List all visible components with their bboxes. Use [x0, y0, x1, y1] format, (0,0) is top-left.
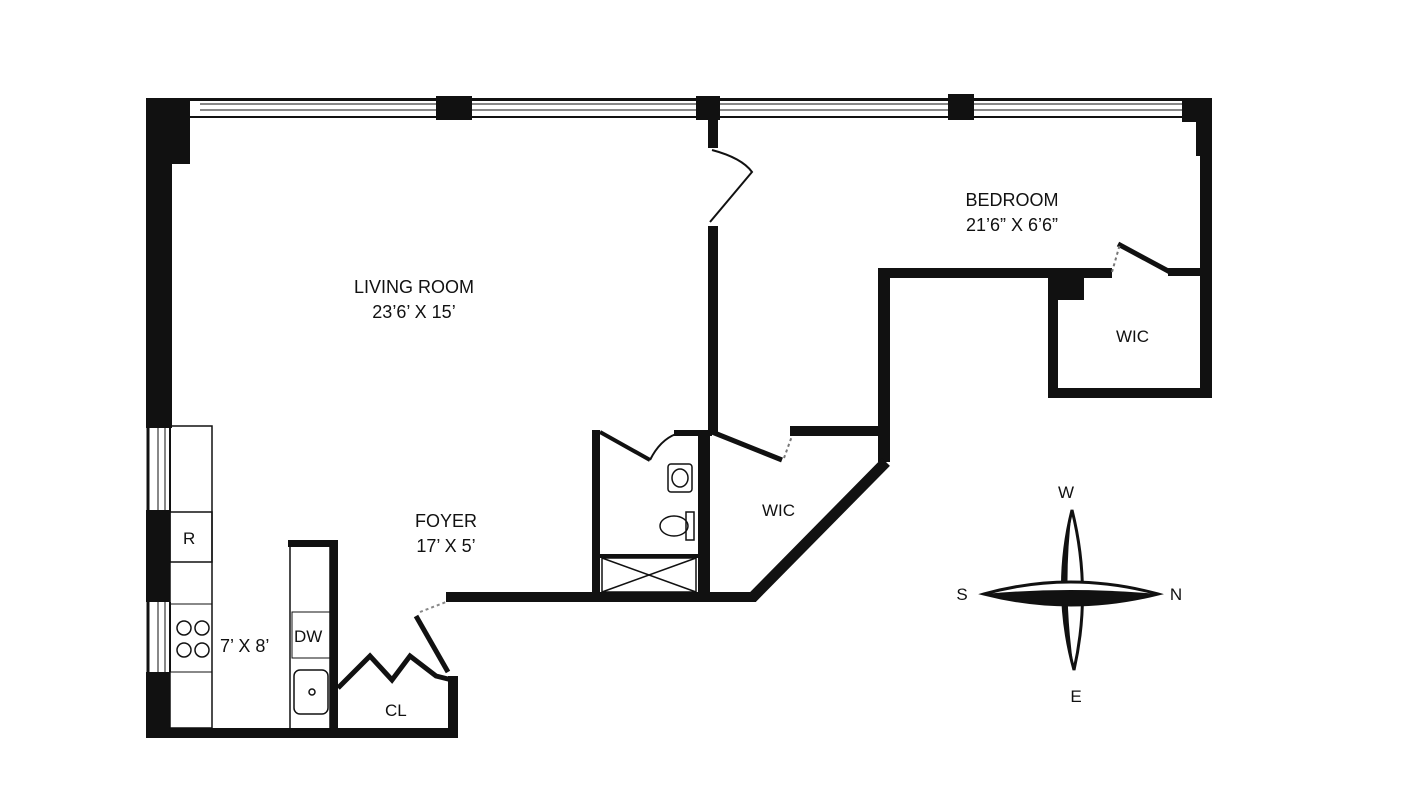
dishwasher: [291, 611, 331, 659]
wic-hall-top-wall: [790, 426, 882, 436]
entry-door-jamb: [419, 601, 447, 613]
kitchen-partition: [288, 540, 336, 547]
dishwasher-label: DW: [294, 627, 322, 646]
stove-burner: [194, 642, 210, 658]
wic-hall-door-gap: [783, 435, 793, 459]
living-room-name: LIVING ROOM: [354, 277, 474, 297]
closet-doors: [336, 652, 453, 690]
compass: W E S N: [956, 483, 1182, 706]
bedroom-right-wall-lower: [1200, 150, 1212, 398]
sink-drain: [308, 688, 316, 696]
kitchen-bottom-wall: [146, 728, 458, 738]
bedroom-right-wall: [1196, 112, 1212, 156]
kitchen-counter: [169, 425, 213, 729]
entry-door: [413, 614, 451, 674]
compass-east: E: [1070, 687, 1081, 706]
column-top-2: [696, 96, 720, 120]
foyer-size: 17’ X 5’: [416, 536, 475, 556]
left-wall-upper: [146, 98, 172, 428]
left-window-1: [146, 428, 171, 512]
sink-bowl: [671, 468, 689, 488]
foyer-name: FOYER: [415, 511, 477, 531]
top-window-wall: [148, 98, 1212, 118]
left-window-2: [146, 602, 171, 672]
compass-north: N: [1170, 585, 1182, 604]
closet-label: CL: [385, 701, 407, 720]
bedroom-wic-door-gap: [1111, 243, 1121, 273]
bedroom-name: BEDROOM: [965, 190, 1058, 210]
bath-top-wall-right: [674, 430, 712, 436]
bath-right-wall: [698, 430, 710, 598]
bedroom-wic-column: [1048, 276, 1084, 300]
wic-hall-label: WIC: [762, 501, 795, 520]
bathtub: [600, 554, 698, 593]
bedroom-wic-bottom-wall: [1048, 388, 1212, 398]
column-top-1: [436, 96, 472, 120]
partition-lower: [708, 226, 718, 432]
bedroom-wic-left-wall: [1048, 276, 1058, 398]
stove-burner: [176, 642, 192, 658]
wic-hall-door: [711, 429, 783, 463]
compass-west: W: [1058, 483, 1074, 502]
compass-needle-horizontal-fill: [984, 590, 1158, 605]
wic-hall-right-wall: [878, 272, 890, 462]
foyer-bottom-wall: [446, 592, 756, 602]
living-room-size: 23’6’ X 15’: [372, 302, 455, 322]
partition-upper: [708, 120, 718, 148]
compass-south: S: [956, 585, 967, 604]
bedroom-wic-label: WIC: [1116, 327, 1149, 346]
kitchen-sink: [293, 669, 329, 715]
bathroom-sink: [667, 463, 693, 493]
bath-door-swing: [649, 433, 677, 461]
kitchen-partition-wall: [330, 540, 338, 730]
stove-burner: [194, 620, 210, 636]
column-top-3: [948, 94, 974, 120]
bedroom-wic-door: [1116, 241, 1172, 275]
refrigerator: [169, 511, 213, 563]
bedroom-door: [709, 149, 754, 223]
bath-top-wall: [599, 430, 651, 462]
kitchen-size: 7’ X 8’: [220, 636, 269, 656]
stove-burner: [176, 620, 192, 636]
closet-right-wall: [448, 676, 458, 738]
compass-needle-vertical-fill: [1062, 510, 1074, 670]
bedroom-size: 21’6” X 6’6”: [966, 215, 1058, 235]
refrigerator-label: R: [183, 529, 195, 548]
bath-left-wall: [592, 430, 600, 598]
left-wall-lower: [146, 672, 170, 738]
toilet: [659, 511, 695, 541]
bedroom-bottom-wall: [878, 268, 1112, 278]
bedroom-wic-top-right: [1168, 268, 1212, 276]
left-wall-mid: [146, 510, 170, 602]
wic-hall-diagonal-wall: [748, 458, 890, 602]
